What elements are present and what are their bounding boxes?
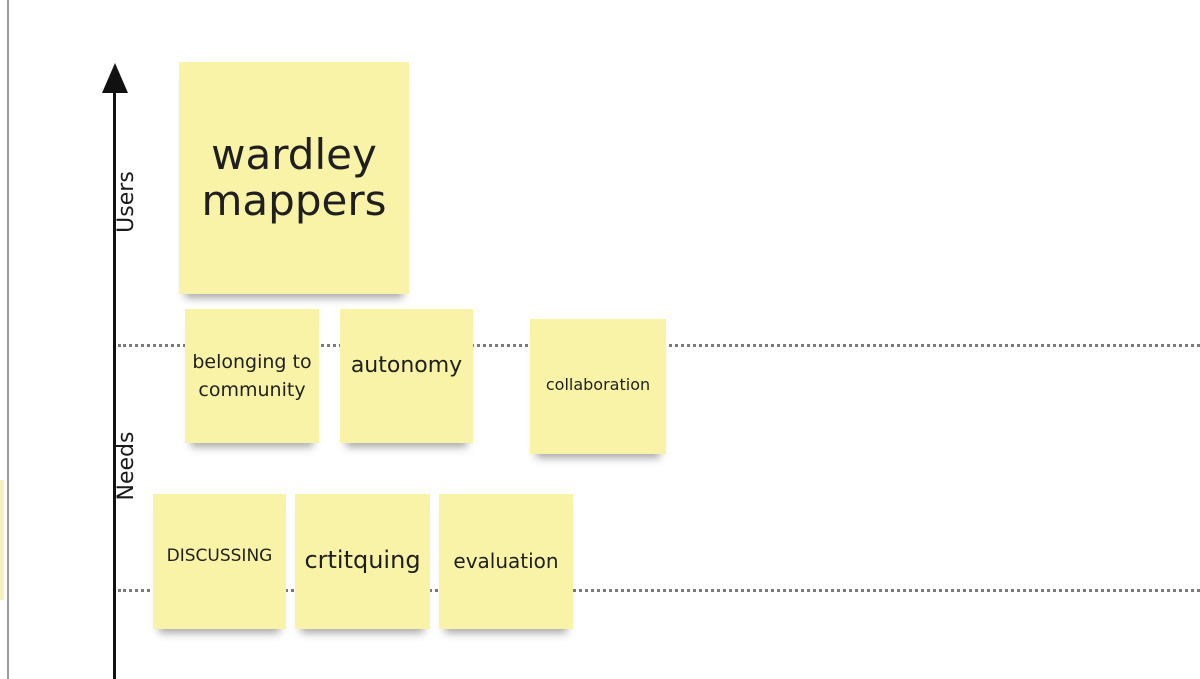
sticky-note-collaboration[interactable]: collaboration <box>530 319 666 454</box>
offscreen-sticky-edge <box>0 480 4 600</box>
sticky-note-text: wardley mappers <box>201 129 387 225</box>
sticky-note-autonomy[interactable]: autonomy <box>340 309 473 443</box>
sticky-note-text: DISCUSSING <box>166 546 273 567</box>
sticky-note-critiquing[interactable]: crtitquing <box>295 494 430 629</box>
sticky-note-text: crtitquing <box>304 546 421 575</box>
sticky-note-evaluation[interactable]: evaluation <box>439 494 573 629</box>
axis-arrow-up-icon <box>102 63 128 93</box>
sticky-note-wardley-mappers[interactable]: wardley mappers <box>179 62 409 294</box>
sticky-note-belonging-to-community[interactable]: belonging to community <box>185 309 319 443</box>
axis-label-needs: Needs <box>114 431 139 501</box>
dotted-guide-line-lower <box>118 589 1200 592</box>
vertical-axis-line <box>113 85 116 679</box>
frame-left-edge <box>7 0 9 679</box>
sticky-note-text: evaluation <box>453 548 559 573</box>
axis-label-users: Users <box>114 171 139 233</box>
sticky-note-text: autonomy <box>350 352 463 378</box>
sticky-note-text: belonging to community <box>192 350 312 401</box>
sticky-note-discussing[interactable]: DISCUSSING <box>153 494 286 629</box>
sticky-note-text: collaboration <box>545 374 651 394</box>
